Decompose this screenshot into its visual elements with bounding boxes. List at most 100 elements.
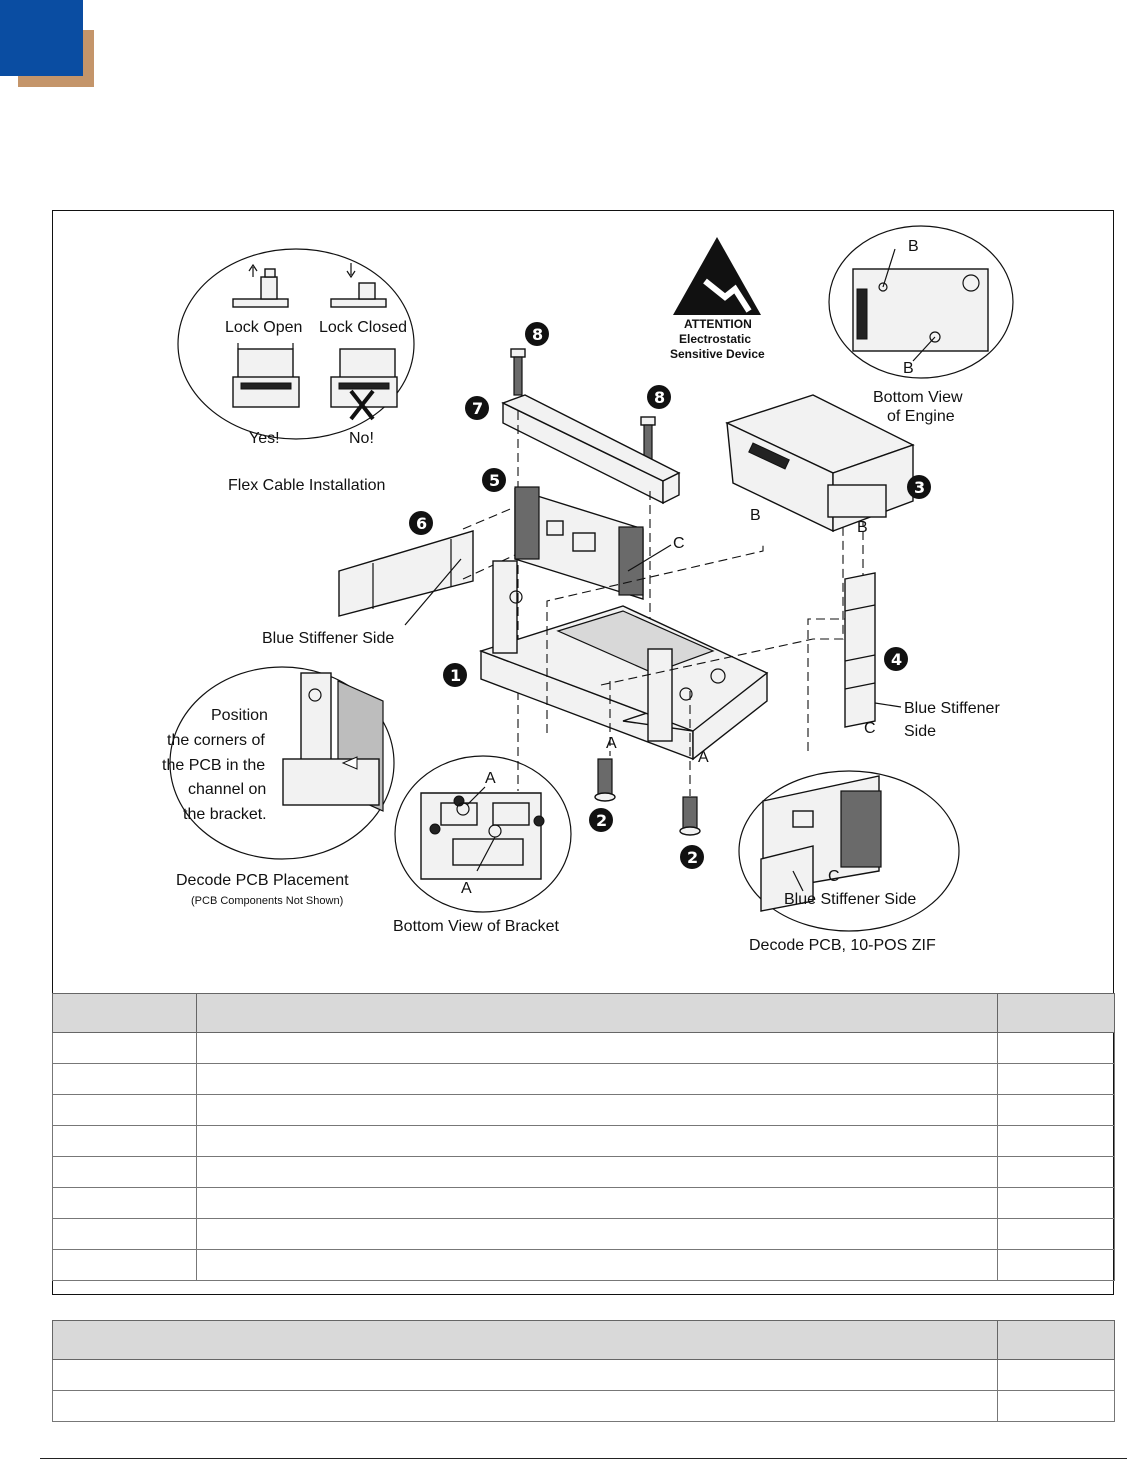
table-row [52,1156,1115,1188]
table-cell [196,1156,998,1188]
esd-sensitive: Sensitive Device [670,347,765,361]
stiffener-right-line2: Side [904,723,936,740]
callout-5: 5 [489,471,500,490]
table-cell [997,1218,1115,1250]
table-cell [196,1032,998,1064]
label-c-flex: C [864,720,876,737]
tools-table [52,1320,1115,1422]
table-row [52,1249,1115,1281]
table-row [52,1094,1115,1126]
label-a-left: A [606,735,617,752]
brand-blue-block [0,0,83,76]
table-cell [997,1156,1115,1188]
table-cell [52,1094,197,1126]
parts-header-item [52,993,197,1033]
pcb-placement-inset: Position the corners of the PCB in the c… [162,666,395,907]
esd-warning: ATTENTION Electrostatic Sensitive Device [670,237,765,361]
scan-engine [725,394,915,533]
incorrect-insertion-illustration [330,348,398,421]
callout-7: 7 [472,399,483,418]
table-cell [52,1125,197,1157]
table-cell [997,1032,1115,1064]
esd-electrostatic: Electrostatic [679,332,751,346]
corner-brand-mark [0,0,95,90]
table-cell [52,1390,998,1422]
no-label: No! [349,430,374,447]
engine-flex-cable [844,572,876,728]
callout-markers: 1 2 2 3 4 5 6 7 8 8 [409,322,931,869]
bracket-bottom-view-inset: A A Bottom View of Bracket [393,755,572,935]
lock-closed-illustration [330,263,387,308]
parts-table-header-row [52,993,1115,1033]
table-cell [52,1156,197,1188]
tools-header-qty [997,1320,1115,1360]
lock-open-illustration [232,263,289,308]
table-cell [997,1187,1115,1219]
exploded-assembly-diagram: Lock Open Lock Closed Yes! [53,211,1115,994]
top-clamp-bar [501,394,681,505]
parts-header-qty [997,993,1115,1033]
table-cell [196,1187,998,1219]
engine-label-b-bottom: B [903,360,914,377]
table-cell [196,1094,998,1126]
placement-line2: the corners of [167,732,265,749]
bracket-label-a-top: A [485,770,496,787]
correct-insertion-illustration [232,343,300,408]
stiffener-right-line1: Blue Stiffener [904,700,1000,717]
parts-table [52,993,1115,1281]
zif-stiffener-label: Blue Stiffener Side [784,891,916,908]
zif-connector-inset: C Blue Stiffener Side Decode PCB, 10-POS… [738,770,960,954]
table-row [52,1187,1115,1219]
table-cell [196,1249,998,1281]
callout-8-left: 8 [532,325,543,344]
tools-table-header-row [52,1320,1115,1360]
diagram-svg: Lock Open Lock Closed Yes! [162,225,1014,954]
callout-3: 3 [914,478,925,497]
table-cell [52,1032,197,1064]
table-row [52,1218,1115,1250]
table-cell [997,1249,1115,1281]
zif-label-c: C [828,868,840,885]
table-cell [52,1359,998,1391]
engine-label-b-top: B [908,238,919,255]
engine-bottom-view-inset: B B Bottom View of Engine [828,225,1014,425]
lock-open-label: Lock Open [225,319,302,336]
bracket-caption: Bottom View of Bracket [393,918,560,935]
screw-8-left [510,348,526,396]
tools-header-description [52,1320,998,1360]
table-cell [52,1063,197,1095]
screw-2-right [679,796,701,836]
lock-closed-label: Lock Closed [319,319,407,336]
flex-cable [338,506,516,617]
table-cell [52,1218,197,1250]
engine-caption-line1: Bottom View [873,389,963,406]
label-a-right: A [698,749,709,766]
callout-1: 1 [450,666,461,685]
table-row [52,1032,1115,1064]
base-bracket [478,560,769,761]
callout-2-right: 2 [687,848,698,867]
table-cell [52,1187,197,1219]
placement-line1: Position [211,707,268,724]
placement-line3: the PCB in the [162,757,265,774]
callout-4: 4 [891,650,902,669]
decode-pcb [514,486,644,600]
placement-line4: channel on [188,781,266,798]
parts-header-description [196,993,998,1033]
screw-2-left [594,758,616,802]
callout-8-right: 8 [654,388,665,407]
table-cell [997,1125,1115,1157]
label-b-right: B [857,519,868,536]
table-row [52,1063,1115,1095]
table-cell [196,1218,998,1250]
label-b-left: B [750,507,761,524]
table-row [52,1359,1115,1391]
table-row [52,1125,1115,1157]
table-cell [997,1390,1115,1422]
yes-label: Yes! [249,430,280,447]
engine-caption-line2: of Engine [887,408,955,425]
placement-caption: Decode PCB Placement [176,872,349,889]
stiffener-left-label: Blue Stiffener Side [262,630,394,647]
esd-attention: ATTENTION [684,317,752,331]
flex-cable-installation-inset: Lock Open Lock Closed Yes! [177,248,415,494]
